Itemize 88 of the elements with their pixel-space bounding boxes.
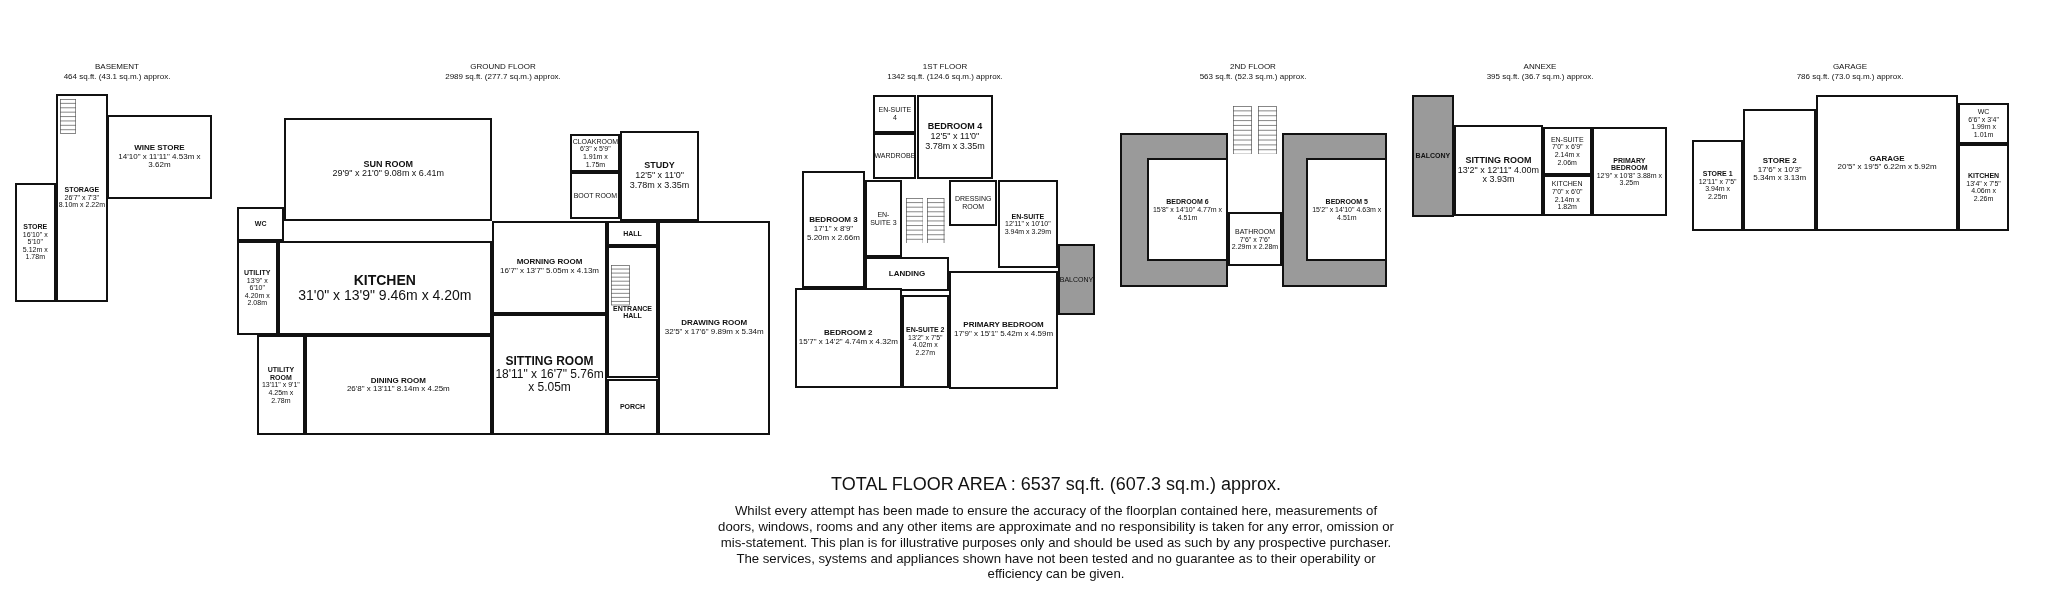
floor-area: 395 sq.ft. (36.7 sq.m.) approx.	[1486, 72, 1594, 82]
room-name: STORE 2	[1762, 157, 1797, 166]
room-outline	[901, 294, 949, 388]
room-name: STUDY	[644, 161, 675, 172]
room-outline	[1957, 143, 2010, 232]
room-dimensions: 12'5" x 11'0" 3.78m x 3.35m	[628, 171, 691, 191]
room-outline	[492, 220, 607, 314]
room-outline	[916, 95, 994, 179]
room-name: KITCHEN	[353, 272, 416, 289]
room-outline	[620, 131, 699, 221]
room-outline	[492, 313, 607, 436]
room-outline	[237, 240, 278, 336]
room-name: DRAWING ROOM	[681, 319, 748, 328]
room-outline	[1147, 158, 1228, 262]
room-dimensions: 29'9" x 21'0" 9.08m x 6.41m	[332, 169, 444, 179]
room-outline	[873, 132, 917, 179]
room-dimensions: 16'7" x 13'7" 5.05m x 4.13m	[500, 267, 599, 276]
room-outline	[55, 93, 109, 302]
room-outline	[873, 95, 917, 133]
room-dimensions: 17'6" x 10'3" 5.34m x 3.13m	[1752, 165, 1808, 183]
room-outline	[1542, 174, 1592, 217]
room-outline	[257, 335, 305, 436]
room-outline	[277, 240, 493, 336]
room-outline	[865, 180, 902, 257]
room-outline	[795, 288, 902, 388]
floor-area: 786 sq.ft. (73.0 sq.m.) approx.	[1796, 72, 1904, 82]
room-outline	[304, 335, 493, 436]
room-outline	[1957, 103, 2010, 144]
room-outline	[237, 207, 285, 241]
floor-title: BASEMENT	[95, 62, 139, 72]
room-name: LANDING	[888, 269, 926, 279]
floor-area: 464 sq.ft. (43.1 sq.m.) approx.	[63, 72, 171, 82]
floor-area: 2989 sq.ft. (277.7 sq.m.) approx.	[445, 72, 561, 82]
room-name: DINING ROOM	[370, 376, 426, 386]
floor-title: 2ND FLOOR	[1230, 62, 1276, 72]
floor-title: ANNEXE	[1523, 62, 1557, 72]
room-outline	[1692, 139, 1744, 232]
room-name: WINE STORE	[134, 144, 185, 153]
room-dimensions: 20'5" x 19'5" 6.22m x 5.92m	[1837, 163, 1937, 172]
room-outline	[1412, 95, 1454, 217]
room-name: BEDROOM 4	[927, 122, 983, 132]
room-dimensions: 18'11" x 16'7" 5.76m x 5.05m	[495, 367, 604, 394]
room-outline	[1306, 158, 1388, 262]
room-name: PRIMARY BEDROOM	[963, 321, 1044, 330]
disclaimer-text: Whilst every attempt has been made to ensure the accuracy of the floorplan contained here, measurements of doors, windows, rooms and any other items are approximate and no responsibility is taken for any error, omission or mis-statement. This plan is for illustrative purposes only and should be used as such by any prospective purchaser. The services, systems and appliances shown have not been tested and no guarantee as to their operability or efficiency can be given.	[717, 503, 1395, 583]
room-outline	[948, 270, 1059, 390]
room-outline	[606, 220, 659, 247]
room-outline	[865, 257, 949, 291]
room-dimensions: 14'10" x 11'11" 4.53m x 3.62m	[117, 152, 202, 171]
room-outline	[1743, 108, 1817, 232]
room-name: GARAGE	[1869, 154, 1905, 164]
room-dimensions: 12'5" x 11'0" 3.78m x 3.35m	[924, 132, 986, 152]
room-outline	[1058, 243, 1095, 316]
room-name: BEDROOM 2	[824, 329, 873, 338]
room-outline	[1228, 212, 1282, 267]
room-outline	[606, 378, 659, 436]
room-outline	[997, 180, 1059, 268]
room-dimensions: 32'5" x 17'6" 9.89m x 5.34m	[664, 327, 764, 337]
room-outline	[658, 220, 771, 436]
room-name: MORNING ROOM	[516, 258, 583, 268]
room-outline	[570, 171, 621, 220]
room-outline	[948, 180, 998, 226]
room-outline	[570, 134, 621, 172]
room-dimensions: 15'7" x 14'2" 4.74m x 4.32m	[798, 338, 898, 347]
floor-title: GARAGE	[1832, 62, 1868, 72]
room-outline	[1591, 127, 1668, 217]
room-name: SITTING ROOM	[505, 355, 594, 368]
room-outline	[1816, 95, 1958, 232]
floor-area: 1342 sq.ft. (124.6 sq.m.) approx.	[887, 72, 1003, 82]
room-dimensions: 17'9" x 15'1" 5.42m x 4.59m	[954, 329, 1054, 339]
room-outline	[106, 115, 213, 199]
room-name: SITTING ROOM	[1465, 156, 1532, 166]
floor-area: 563 sq.ft. (52.3 sq.m.) approx.	[1199, 72, 1307, 82]
room-outline	[15, 182, 56, 302]
room-outline	[1453, 124, 1543, 217]
room-dimensions: 31'0" x 13'9" 9.46m x 4.20m	[298, 288, 472, 304]
total-floor-area-title: TOTAL FLOOR AREA : 6537 sq.ft. (607.3 sq.m.) approx.	[831, 474, 1281, 495]
floor-title: GROUND FLOOR	[470, 62, 536, 72]
room-name: BEDROOM 3	[809, 216, 858, 225]
room-outline	[801, 170, 866, 289]
room-dimensions: 13'2" x 12'11" 4.00m x 3.93m	[1456, 165, 1540, 186]
room-outline	[1542, 127, 1592, 175]
room-outline	[606, 246, 659, 379]
floor-title: 1ST FLOOR	[922, 62, 968, 72]
room-name: SUN ROOM	[363, 159, 413, 170]
room-dimensions: 26'8" x 13'11" 8.14m x 4.25m	[346, 385, 450, 394]
room-dimensions: 17'1" x 8'9" 5.20m x 2.66m	[806, 225, 861, 243]
room-outline	[284, 117, 493, 221]
